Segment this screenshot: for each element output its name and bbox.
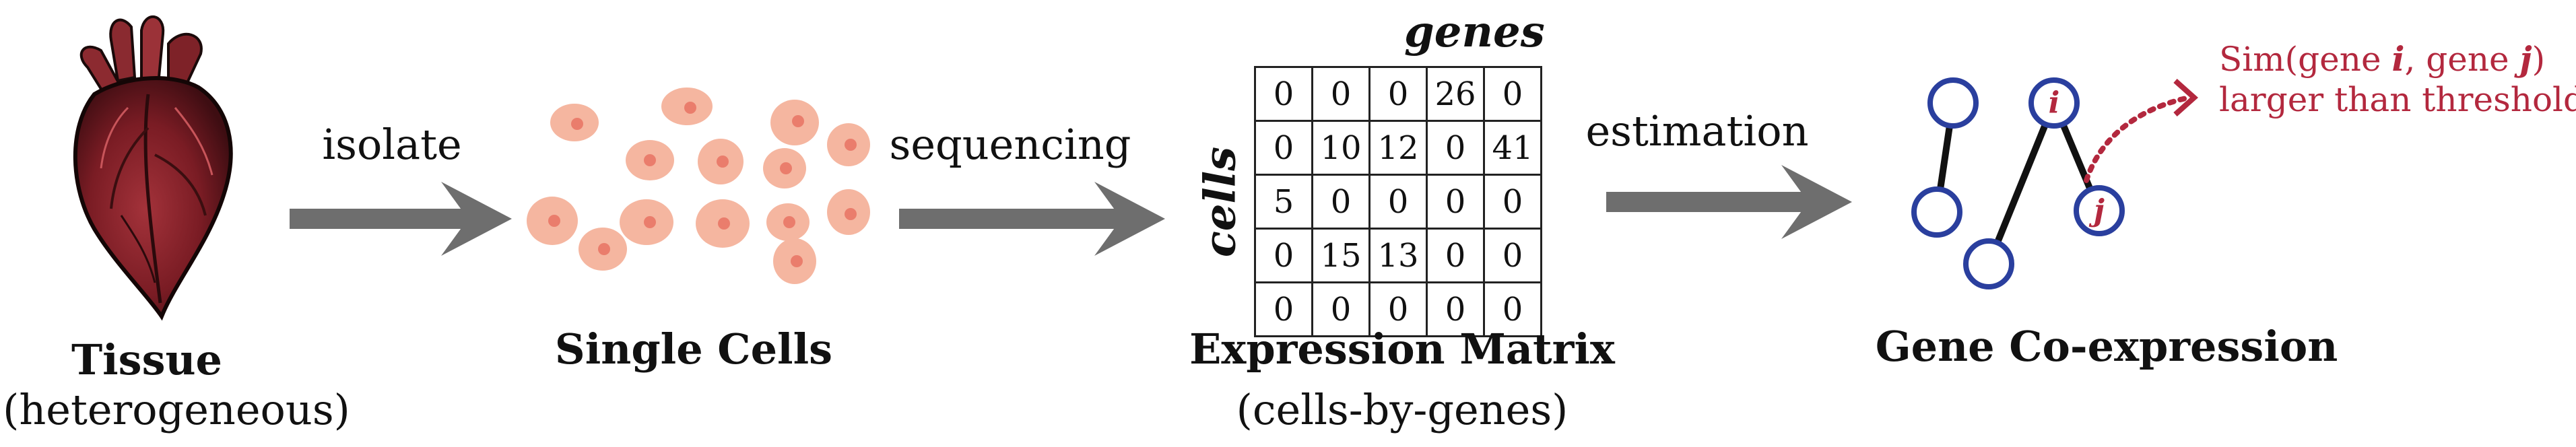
gene-node-i [2028, 77, 2080, 129]
cell [661, 88, 713, 125]
cell [696, 199, 750, 248]
matrix-cell: 0 [1426, 120, 1485, 176]
cell [827, 189, 870, 235]
step-estimation-label: estimation [1585, 106, 1809, 156]
gene-node [1927, 77, 1979, 129]
arrow-sequencing [899, 182, 1165, 256]
step-sequencing-label: sequencing [889, 120, 1131, 169]
cell [527, 197, 578, 245]
cell [620, 199, 673, 245]
cell [766, 203, 810, 241]
cell [827, 123, 870, 166]
matrix-cell: 0 [1483, 66, 1542, 122]
threshold-line-1: Sim(gene i, gene j) [2219, 39, 2546, 79]
matrix-cell: 0 [1426, 174, 1485, 230]
gene-node [1911, 186, 1962, 238]
gene-node [1963, 238, 2014, 289]
threshold-arrow [2084, 95, 2191, 183]
matrix-cell: 0 [1254, 228, 1313, 283]
tissue-title: Tissue [71, 335, 223, 384]
matrix-cell: 0 [1311, 174, 1370, 230]
matrix-cell: 0 [1311, 281, 1370, 337]
threshold-line-2: larger than threshold [2219, 80, 2576, 119]
matrix-cell: 0 [1426, 228, 1485, 283]
threshold-annotation: Sim(gene i, gene j) larger than threshol… [2219, 39, 2576, 120]
cell [698, 139, 744, 184]
matrix-cell: 0 [1368, 174, 1428, 230]
coexpression-graph [1911, 77, 2199, 289]
matrix-cell: 0 [1483, 228, 1542, 283]
matrix-cell: 0 [1254, 281, 1313, 337]
matrix-cell: 5 [1254, 174, 1313, 230]
arrow-estimation [1606, 165, 1852, 239]
heart-illustration [73, 15, 233, 321]
cell [773, 238, 816, 284]
node-j-label: j [2094, 193, 2105, 228]
gene-coexpression-title: Gene Co-expression [1875, 322, 2338, 371]
node-i-label: i [2048, 85, 2060, 121]
tissue-subtitle: (heterogeneous) [3, 385, 350, 434]
matrix-cell: 15 [1311, 228, 1370, 283]
matrix-cell: 0 [1254, 66, 1313, 122]
cell [579, 228, 627, 271]
matrix-cell: 0 [1426, 281, 1485, 337]
gene-node-j [2074, 185, 2125, 236]
cell [626, 140, 674, 180]
matrix-cell: 0 [1483, 281, 1542, 337]
matrix-cell: 10 [1311, 120, 1370, 176]
matrix-cell: 13 [1368, 228, 1428, 283]
matrix-cell: 0 [1311, 66, 1370, 122]
expression-matrix-title: Expression Matrix [1189, 324, 1615, 374]
cell [770, 100, 819, 145]
genes-axis-label: genes [1404, 7, 1545, 57]
cell [763, 148, 806, 188]
cell [550, 104, 599, 141]
expression-matrix-subtitle: (cells-by-genes) [1236, 385, 1568, 434]
single-cells-illustration [527, 88, 870, 284]
cells-axis-label: cells [1195, 146, 1246, 258]
single-cells-title: Single Cells [554, 324, 833, 374]
arrow-isolate [290, 182, 512, 256]
matrix-cell: 0 [1254, 120, 1313, 176]
graph-edge [1985, 102, 2057, 265]
matrix-cell: 12 [1368, 120, 1428, 176]
step-isolate-label: isolate [322, 120, 462, 169]
matrix-cell: 0 [1368, 66, 1428, 122]
matrix-cell: 41 [1483, 120, 1542, 176]
matrix-cell: 0 [1368, 281, 1428, 337]
matrix-cell: 0 [1483, 174, 1542, 230]
matrix-cell: 26 [1426, 66, 1485, 122]
